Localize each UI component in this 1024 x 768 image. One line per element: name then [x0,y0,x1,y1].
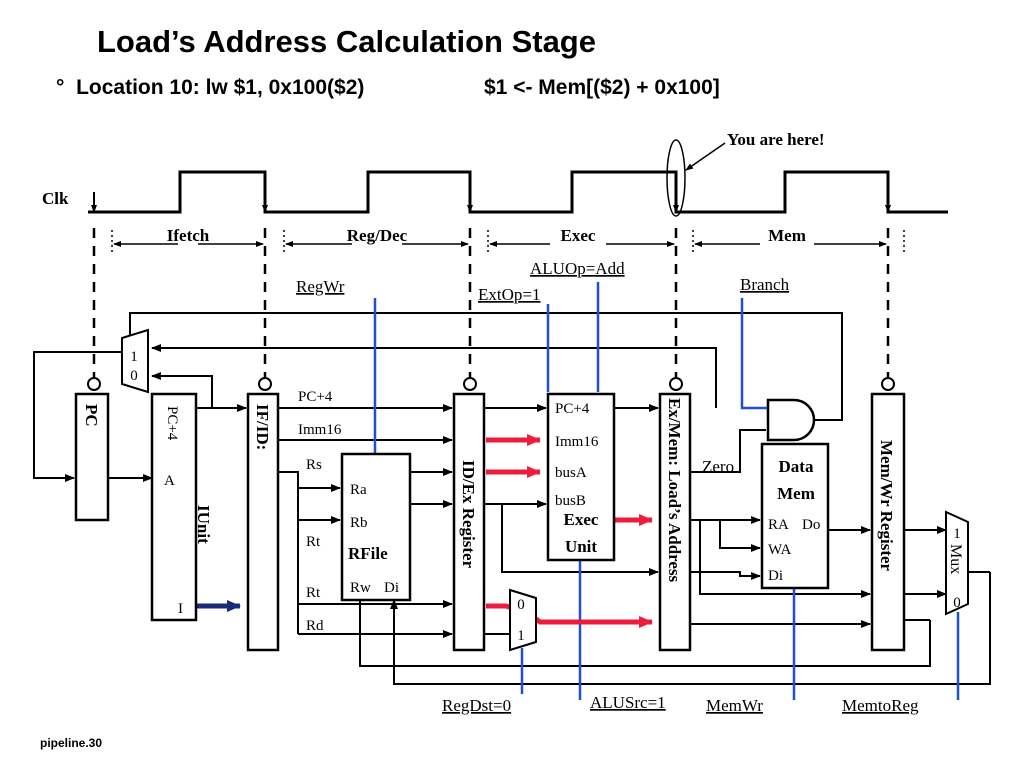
branch-and-gate [766,398,816,442]
mem-di: Di [768,568,783,584]
stage-boundaries [92,228,890,378]
zero-label: Zero [702,457,734,476]
mem-wa: WA [768,542,791,558]
wb-mux-label: Mux [947,544,964,574]
iunit-i-label: I [178,601,183,617]
datapath-wires [33,312,991,685]
signal-rt1: Rt [306,534,321,550]
writeback-mux [945,510,969,616]
signal-imm16: Imm16 [298,422,342,438]
stage-dotted-ticks [111,230,905,252]
idex-register [452,392,486,652]
pc-mux-input-0: 0 [130,368,138,384]
iunit-pc4-label: PC+4 [164,406,180,441]
wb-mux-input-0: 0 [953,595,961,611]
exec-imm16: Imm16 [555,434,599,450]
you-are-here-pointer [685,142,726,171]
regdst-mux-input-0: 0 [517,597,525,613]
mem-do: Do [802,517,820,533]
instruction-semantics: $1 <- Mem[($2) + 0x100] [484,76,720,99]
stage-regdec: Reg/Dec [347,226,408,245]
exec-unit-label-1: Exec [564,510,599,529]
instruction-text: Location 10: lw $1, 0x100($2) [76,76,365,99]
slide-footer: pipeline.30 [40,736,103,750]
regdst-mux [509,588,537,652]
data-mem-label-1: Data [779,457,814,476]
pc-mux-input-1: 1 [130,349,138,365]
rfile-ra: Ra [350,482,367,498]
iunit-a-label: A [164,473,175,489]
signal-rd: Rd [306,618,324,634]
pc-mux [121,328,149,394]
ifid-register [246,392,280,652]
data-mem-label-2: Mem [777,484,815,503]
stage-exec: Exec [561,226,596,245]
stage-mem: Mem [768,226,806,245]
control-extop: ExtOp=1 [478,285,540,304]
exmem-register [658,392,692,652]
ifid-label: IF/ID: [253,404,272,450]
regdst-mux-input-1: 1 [517,628,525,644]
control-regdst: RegDst=0 [442,696,511,715]
mem-ra: RA [768,517,789,533]
rfile-rw: Rw [350,580,371,596]
exec-unit-label-2: Unit [565,537,597,556]
control-alusrc: ALUSrc=1 [590,693,666,712]
you-are-here-label: You are here! [727,130,825,149]
control-memwr: MemWr [706,696,763,715]
clock-edge-arrows [91,192,891,213]
rfile-label: RFile [348,544,388,563]
control-branch: Branch [740,275,790,294]
signal-pc4: PC+4 [298,389,333,405]
signal-rs: Rs [306,457,322,473]
pc-label: PC [82,404,101,427]
memwr-register-label: Mem/Wr Register [877,440,896,572]
iunit-block [150,392,198,622]
control-memtoreg: MemtoReg [842,696,919,715]
clock-waveform [88,170,948,214]
instruction-bullet: ° Location 10: lw $1, 0x100($2) $1 <- Me… [56,76,720,100]
rfile-di: Di [384,580,399,596]
rfile-rb: Rb [350,515,368,531]
exec-unit [546,392,616,562]
wb-mux-input-1: 1 [953,526,961,542]
memwr-register [870,392,906,652]
data-memory [760,442,830,590]
control-regwr: RegWr [296,277,345,296]
exmem-label: Ex/Mem: Load’s Address [665,398,684,583]
register-clock-bubbles [87,377,895,391]
page-title: Load’s Address Calculation Stage [97,24,596,59]
idex-label: ID/Ex Register [459,460,478,569]
control-lines [373,282,960,700]
exec-busa: busA [555,465,587,481]
control-aluop: ALUOp=Add [530,259,625,278]
exec-busb: busB [555,493,586,509]
current-edge-marker [666,139,686,217]
register-file [340,452,412,602]
signal-rt2: Rt [306,585,321,601]
iunit-label: IUnit [194,505,213,544]
stage-ifetch: Ifetch [167,226,210,245]
pc-register [74,392,110,522]
bullet-symbol: ° [56,76,65,99]
exec-pc4: PC+4 [555,401,590,417]
clk-label: Clk [42,189,69,208]
